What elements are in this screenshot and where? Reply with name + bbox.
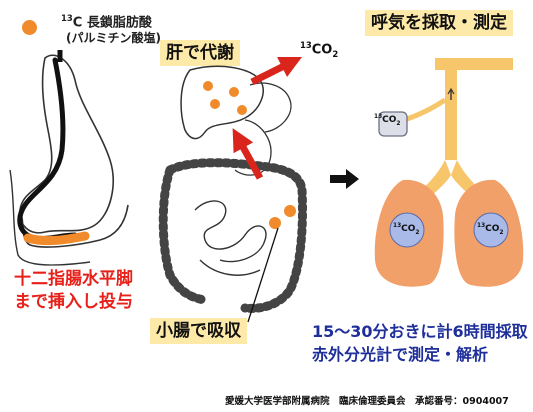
small-intestine-label: 小腸で吸収 bbox=[150, 318, 247, 344]
stomach-endoscope-illustration bbox=[0, 40, 140, 270]
flow-arrow-icon bbox=[330, 168, 360, 190]
lungs-illustration bbox=[365, 40, 533, 300]
absorption-arrows bbox=[220, 40, 330, 200]
co2-right-lung-label: 13CO2 bbox=[477, 223, 503, 236]
footer-approval: 愛媛大学医学部附属病院 臨床倫理委員会 承認番号：0904007 bbox=[225, 393, 509, 407]
co2-left-lung-label: 13CO2 bbox=[393, 223, 419, 236]
collection-line2: 赤外分光計で測定・解析 bbox=[312, 344, 488, 365]
duodenum-label-line2: まで挿入し投与 bbox=[14, 291, 133, 313]
duodenum-label-line1: 十二指腸水平脚 bbox=[14, 268, 133, 290]
liver-to-co2-arrow bbox=[252, 62, 292, 82]
intestine-to-liver-arrow bbox=[238, 138, 260, 178]
collection-line1: 15～30分おきに計6時間採取 bbox=[312, 321, 528, 342]
co2-bag-label: 13CO2 bbox=[374, 114, 400, 127]
tracer-mass: 13 bbox=[61, 13, 73, 23]
tracer-dot-icon bbox=[22, 20, 37, 35]
breath-label: 呼気を採取・測定 bbox=[365, 10, 513, 36]
